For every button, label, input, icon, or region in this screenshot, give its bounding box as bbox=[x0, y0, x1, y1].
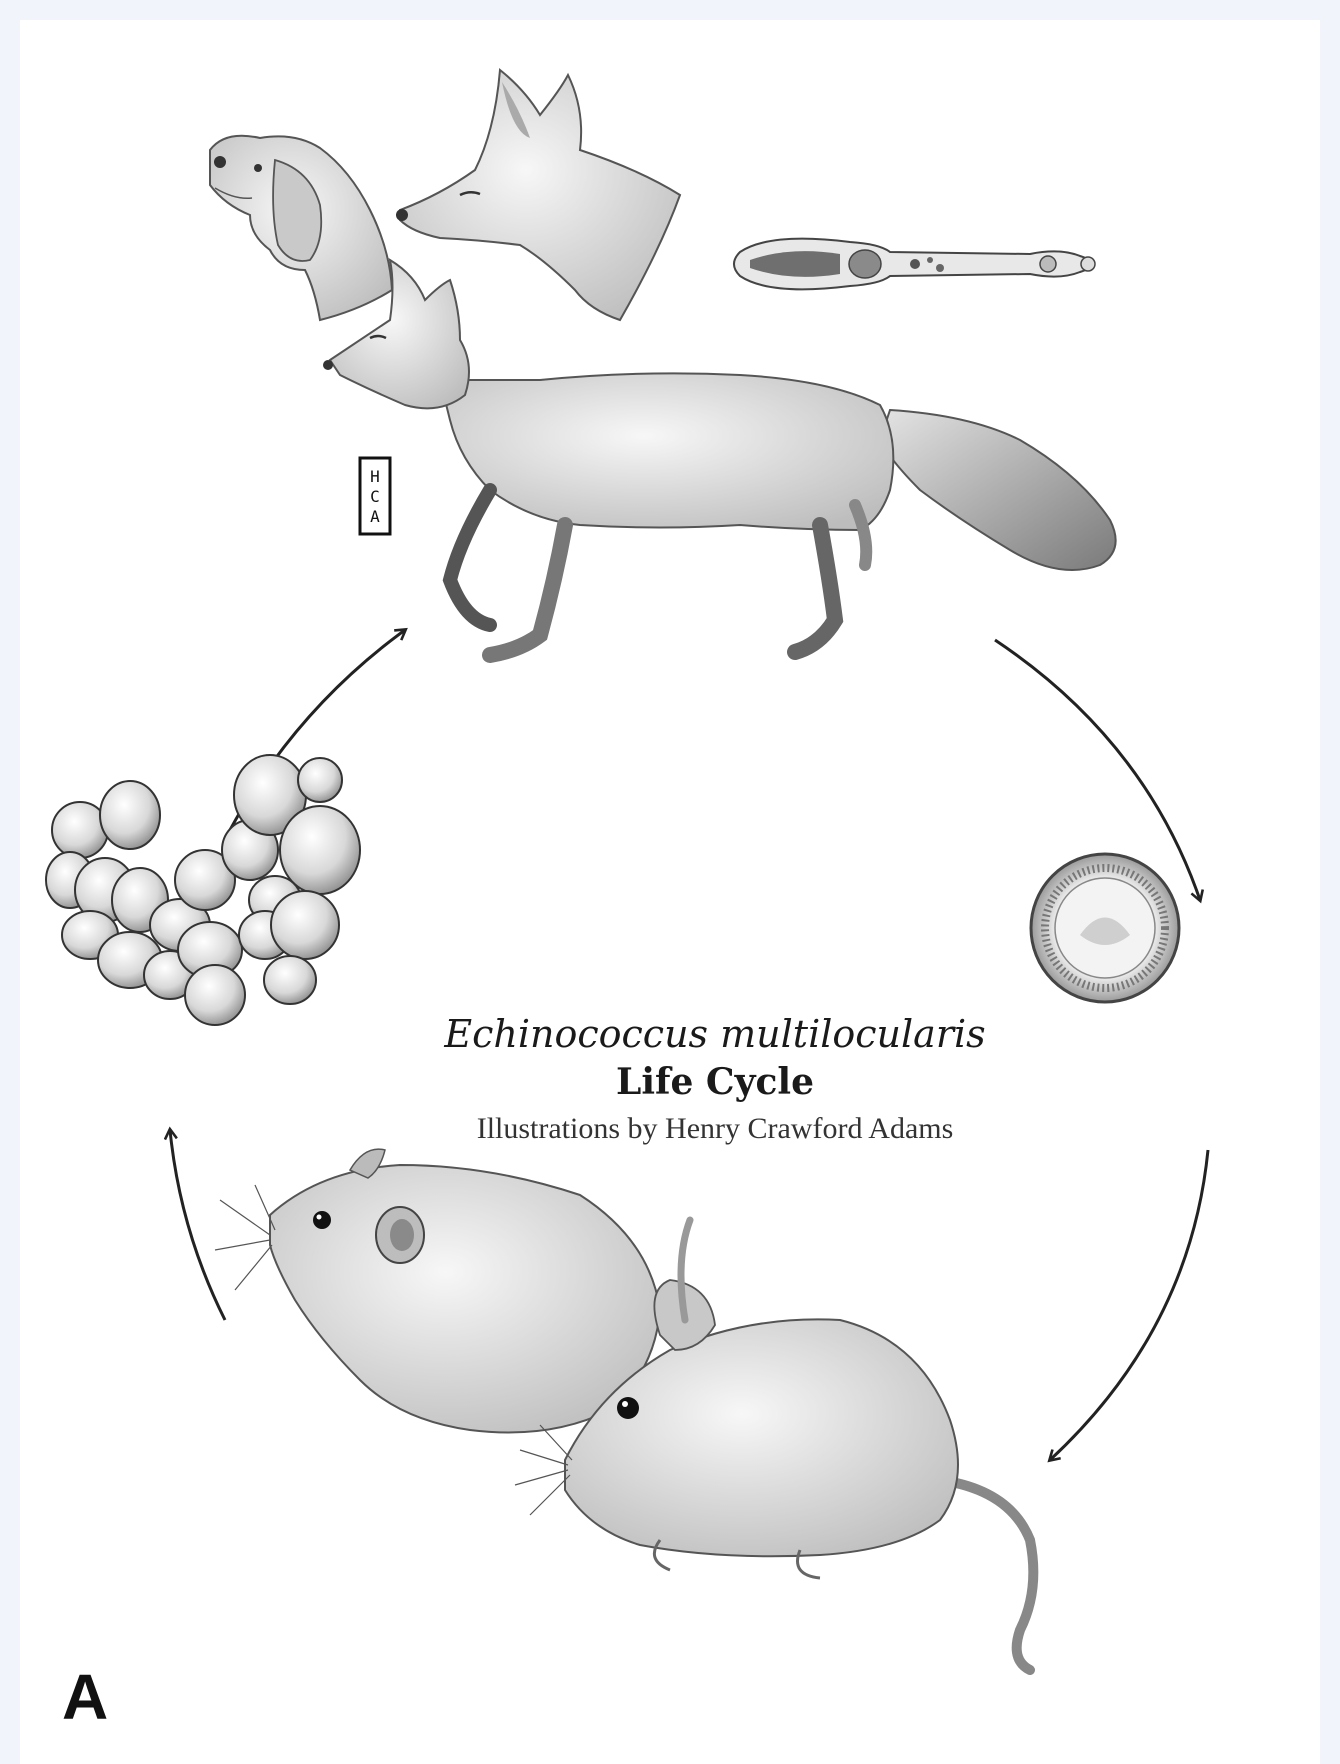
title-block: Echinococcus multilocularis Life Cycle I… bbox=[350, 1010, 1080, 1152]
species-name: Echinococcus multilocularis bbox=[350, 1010, 1080, 1058]
tapeworm-illustration bbox=[734, 239, 1095, 290]
illustration-credit: Illustrations by Henry Crawford Adams bbox=[350, 1106, 1080, 1152]
artist-signature: H C A bbox=[360, 458, 390, 534]
egg-illustration bbox=[1031, 854, 1179, 1002]
fox-illustration bbox=[323, 260, 1116, 655]
arrow-rodents-to-cysts bbox=[170, 1130, 225, 1320]
signature-c: C bbox=[370, 487, 380, 506]
coyote-head-illustration bbox=[396, 70, 680, 320]
figure-panel: H C A bbox=[20, 20, 1320, 1764]
vole-illustration bbox=[215, 1149, 660, 1432]
dog-head-illustration bbox=[210, 136, 392, 320]
signature-a: A bbox=[370, 507, 380, 526]
diagram-title: Life Cycle bbox=[350, 1058, 1080, 1106]
panel-label: A bbox=[62, 1660, 108, 1734]
life-cycle-diagram: H C A bbox=[20, 20, 1320, 1764]
signature-h: H bbox=[370, 467, 380, 486]
cyst-cluster-illustration bbox=[46, 755, 360, 1025]
arrow-egg-to-rodents bbox=[1050, 1150, 1208, 1460]
